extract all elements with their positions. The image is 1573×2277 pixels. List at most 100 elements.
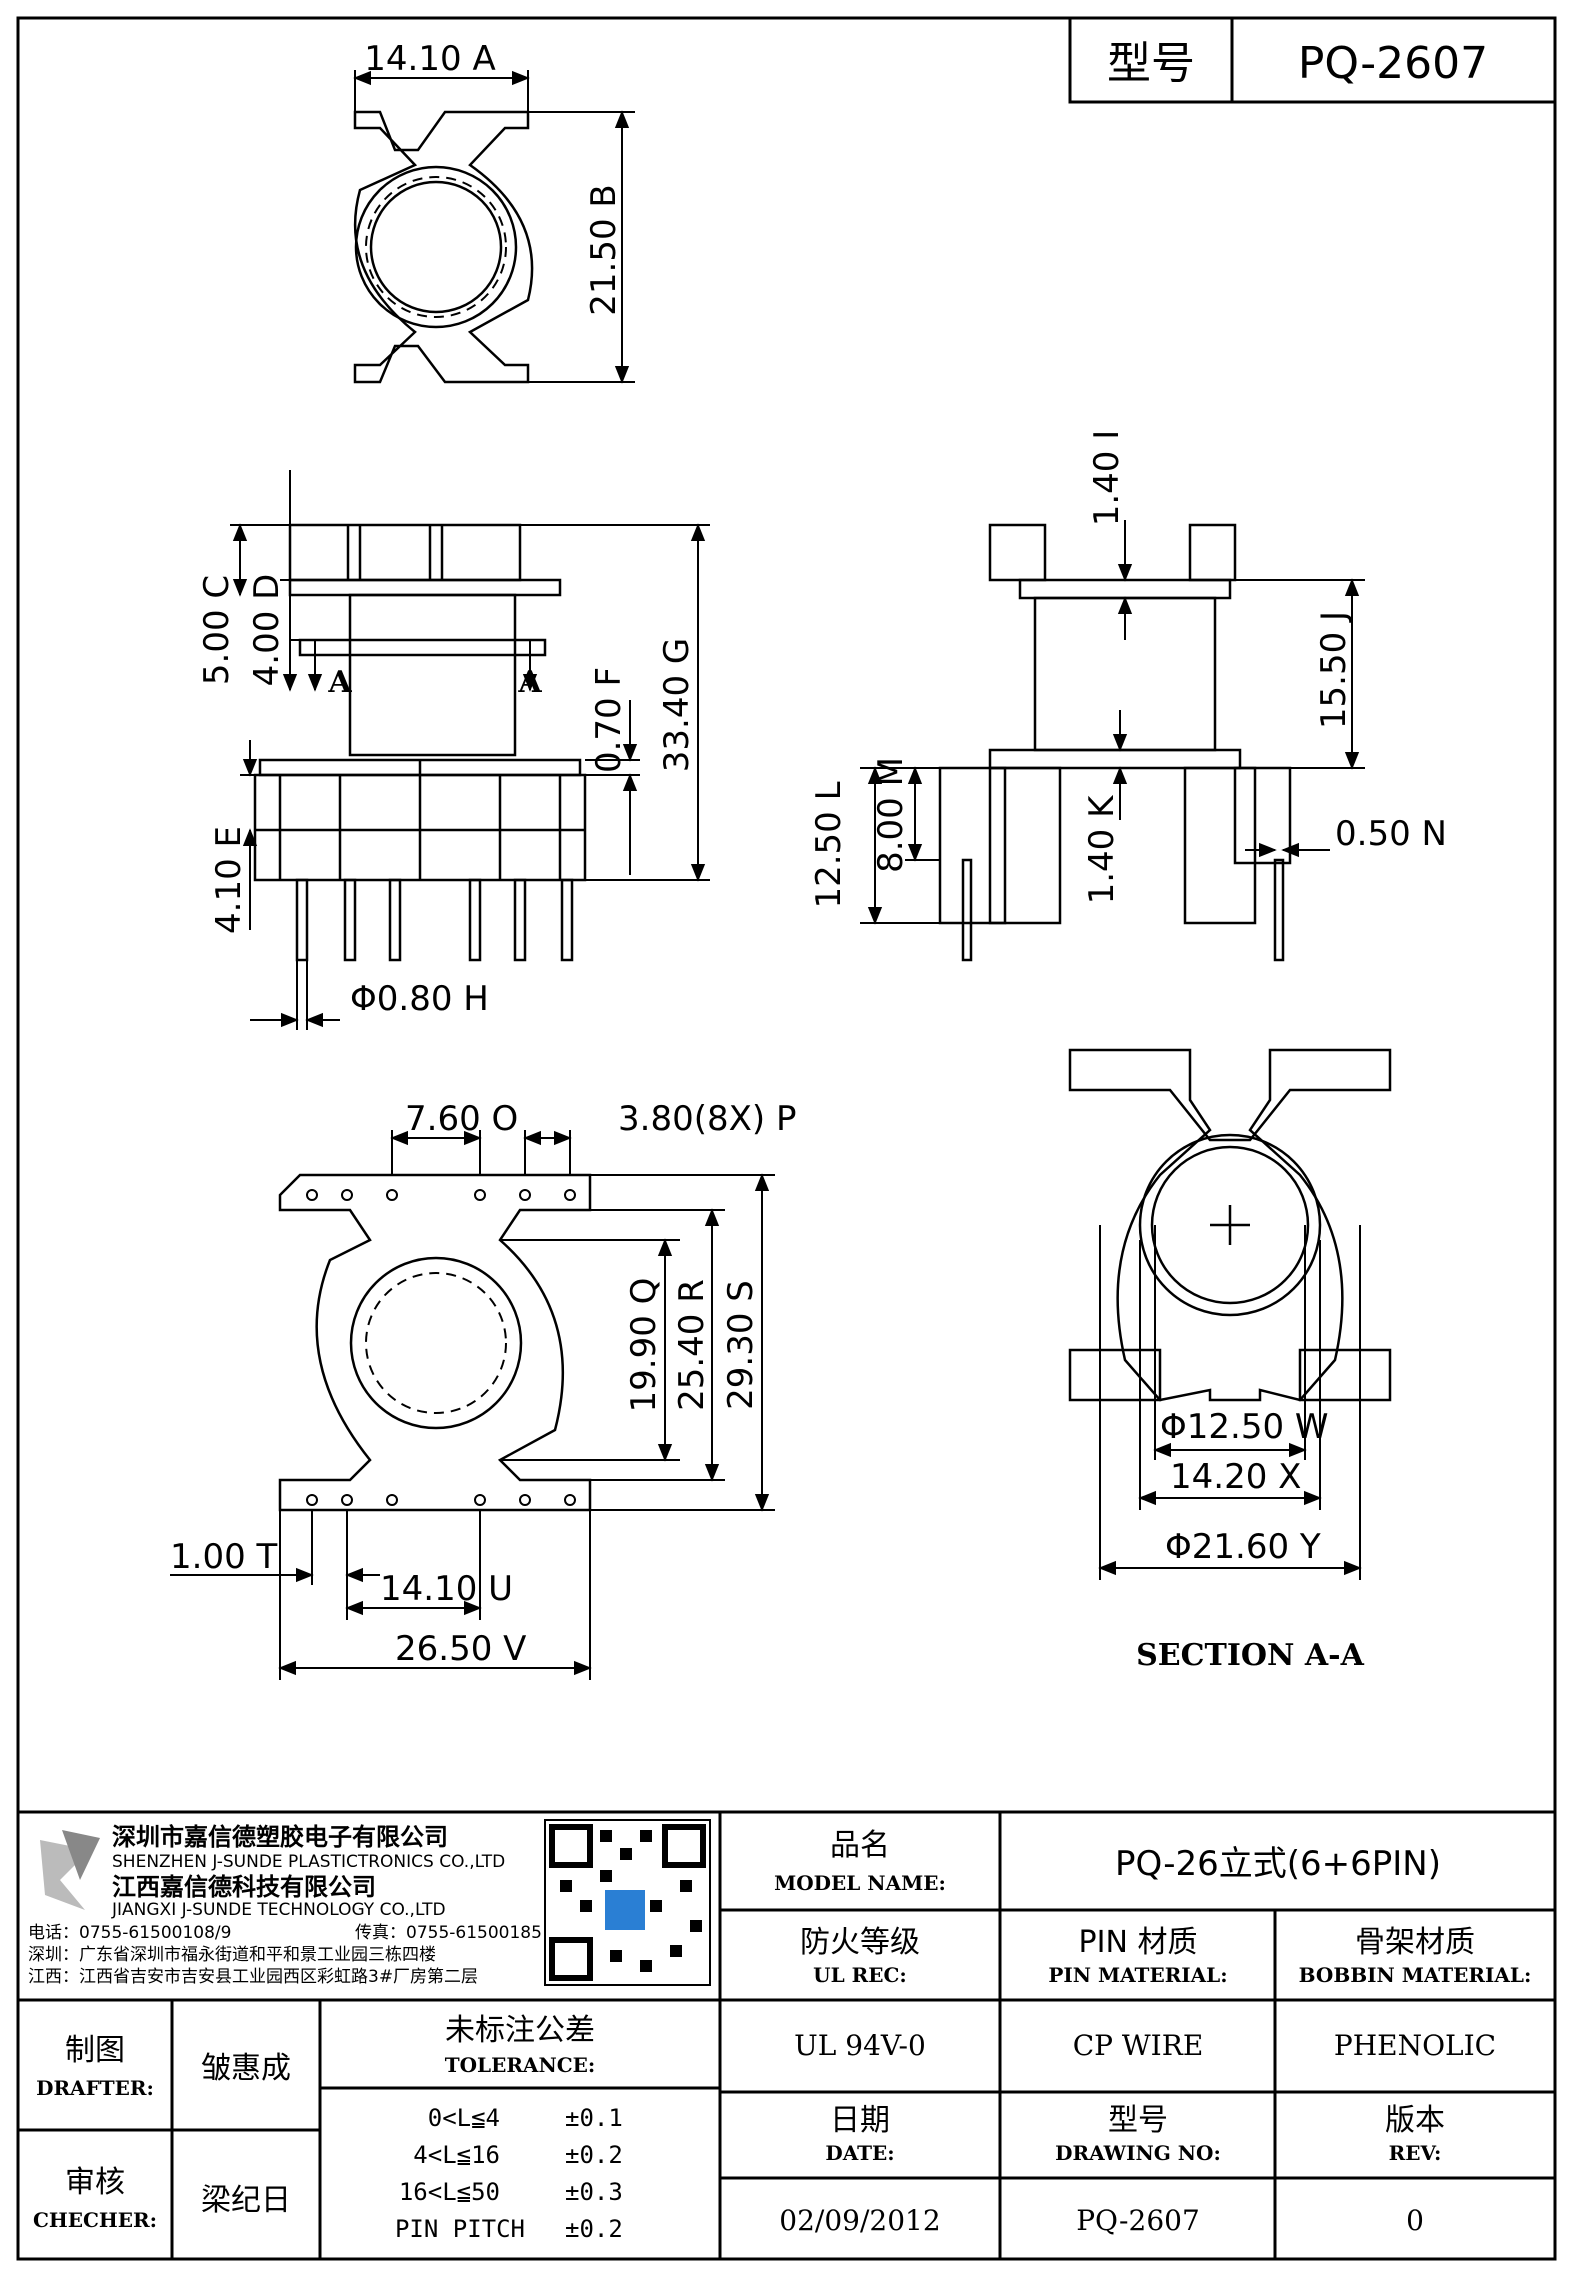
title-block (18, 1810, 1555, 2259)
tolerance-range-3: PIN PITCH (395, 2215, 525, 2243)
tolerance-cell: 未标注公差 TOLERANCE: 0<L≦4 ±0.1 4<L≦16 ±0.2 … (395, 2013, 623, 2243)
section-view-dims (1098, 1225, 1362, 1580)
svg-text:Φ12.50 W: Φ12.50 W (1160, 1407, 1329, 1447)
tolerance-value-1: ±0.2 (565, 2141, 623, 2169)
section-view (1068, 1048, 1392, 1402)
dim-l-marker: L (809, 781, 849, 800)
dim-h-marker: H (463, 979, 489, 1019)
dim-w-value: Φ12.50 (1160, 1407, 1284, 1447)
bottom-view-pin-holes (306, 1189, 576, 1506)
checker-en: CHECHER: (33, 2208, 157, 2232)
top-view-dims (353, 70, 635, 384)
dim-g-marker: G (657, 638, 697, 664)
dim-s-value: 29.30 (721, 1313, 761, 1410)
dim-a-value: 14.10 (364, 39, 461, 79)
svg-text:Φ21.60 Y: Φ21.60 Y (1165, 1527, 1321, 1567)
dim-c-marker: C (197, 575, 237, 599)
svg-text:33.40 G: 33.40 G (657, 638, 697, 773)
qr-code (544, 1819, 711, 1986)
dim-o-marker: O (492, 1099, 519, 1139)
dim-y-value: Φ21.60 (1165, 1527, 1289, 1567)
dim-o-value: 7.60 (405, 1099, 481, 1139)
dim-l-value: 12.50 (809, 811, 849, 908)
dim-u-marker: U (488, 1569, 513, 1609)
drawing-value: PQ-2607 (1076, 2204, 1200, 2237)
dim-r-marker: R (672, 1279, 712, 1303)
dim-d-value: 4.00 (247, 611, 287, 687)
dim-y-marker: Y (1299, 1527, 1321, 1567)
svg-text:5.00 C: 5.00 C (197, 575, 237, 685)
svg-text:4.10 E: 4.10 E (209, 826, 249, 934)
tolerance-title-cn: 未标注公差 (445, 2013, 595, 2048)
dim-b-marker: B (584, 184, 624, 207)
svg-text:26.50 V: 26.50 V (395, 1629, 526, 1669)
company-tel: 电话：0755-61500108/9 (28, 1923, 231, 1943)
dim-u-value: 14.10 (380, 1569, 477, 1609)
model-box: 型号 PQ-2607 (1068, 16, 1557, 104)
dim-j-value: 15.50 (1314, 632, 1354, 729)
dim-e-marker: E (209, 826, 249, 847)
svg-text:14.20 X: 14.20 X (1170, 1457, 1301, 1497)
svg-text:0.70 F: 0.70 F (589, 667, 629, 773)
tolerance-range-0: 0<L≦4 (428, 2104, 500, 2132)
info-cells: 品名 MODEL NAME: PQ-26立式(6+6PIN) 防火等级 UL R… (774, 1828, 1531, 2237)
front-view-pins (295, 878, 574, 962)
dim-t-marker: T (256, 1537, 278, 1577)
svg-text:19.90 Q: 19.90 Q (624, 1278, 664, 1413)
svg-text:1.00 T: 1.00 T (170, 1537, 278, 1577)
drafter-cn: 制图 (65, 2033, 125, 2068)
ul-value: UL 94V-0 (794, 2029, 926, 2062)
company-name-jx-en: JIANGXI J-SUNDE TECHNOLOGY CO.,LTD (111, 1900, 446, 1920)
company-addr-jx: 江西：江西省吉安市吉安县工业园西区彩虹路3#厂房第二层 (28, 1967, 478, 1987)
dim-a-marker: A (472, 39, 495, 79)
rev-en: REV: (1389, 2141, 1442, 2165)
drawing-cn: 型号 (1108, 2103, 1168, 2138)
dim-i-marker: I (1087, 430, 1127, 440)
checker-cn: 审核 (65, 2165, 125, 2200)
company-name-sz: 深圳市嘉信德塑胶电子有限公司 (112, 1823, 448, 1851)
svg-text:12.50 L: 12.50 L (809, 781, 849, 908)
svg-text:0.50 N: 0.50 N (1335, 814, 1447, 854)
svg-text:1.40 K: 1.40 K (1082, 794, 1122, 905)
company-name-sz-en: SHENZHEN J-SUNDE PLASTICTRONICS CO.,LTD (112, 1852, 505, 1872)
signoff-cells: 制图 DRAFTER: 皱惠成 审核 CHECHER: 梁纪日 (33, 2033, 291, 2232)
svg-text:1.40 I: 1.40 I (1087, 430, 1127, 527)
dim-k-value: 1.40 (1082, 829, 1122, 905)
dim-q-value: 19.90 (624, 1315, 664, 1412)
dim-c-value: 5.00 (197, 609, 237, 685)
date-en: DATE: (825, 2141, 894, 2165)
dim-m-marker: M (871, 757, 911, 786)
front-view (253, 523, 587, 882)
company-addr-sz: 深圳：广东省深圳市福永街道和平和景工业园三栋四楼 (28, 1945, 436, 1965)
tolerance-range-2: 16<L≦50 (399, 2178, 500, 2206)
dim-m-value: 8.00 (871, 797, 911, 873)
dim-f-marker: F (589, 667, 629, 687)
top-view (353, 110, 534, 384)
svg-text:15.50 J: 15.50 J (1314, 611, 1354, 729)
dim-j-marker: J (1314, 611, 1354, 623)
drawing-en: DRAWING NO: (1055, 2141, 1221, 2165)
model-label: 型号 (1107, 38, 1195, 89)
model-name-cn: 品名 (830, 1828, 890, 1863)
company-logo (40, 1830, 100, 1910)
rev-cn: 版本 (1385, 2103, 1445, 2138)
model-name-en: MODEL NAME: (774, 1871, 946, 1895)
section-mark-left: A (327, 665, 352, 700)
bottom-view-dims (170, 1130, 775, 1680)
svg-text:21.50 B: 21.50 B (584, 184, 624, 315)
dim-v-marker: V (503, 1629, 526, 1669)
dim-n-value: 0.50 (1335, 814, 1411, 854)
bobbin-value: PHENOLIC (1334, 2029, 1496, 2062)
dim-r-value: 25.40 (672, 1314, 712, 1411)
section-mark-right: A (517, 665, 542, 700)
dim-e-value: 4.10 (209, 858, 249, 934)
section-label: SECTION A-A (1136, 1638, 1364, 1673)
dim-s-marker: S (721, 1280, 761, 1302)
date-value: 02/09/2012 (779, 2204, 940, 2237)
side-view-dims (860, 520, 1365, 925)
dim-k-marker: K (1082, 794, 1122, 818)
dim-b-value: 21.50 (584, 218, 624, 315)
company-name-jx: 江西嘉信德科技有限公司 (112, 1873, 376, 1901)
model-value: PQ-2607 (1298, 38, 1488, 89)
